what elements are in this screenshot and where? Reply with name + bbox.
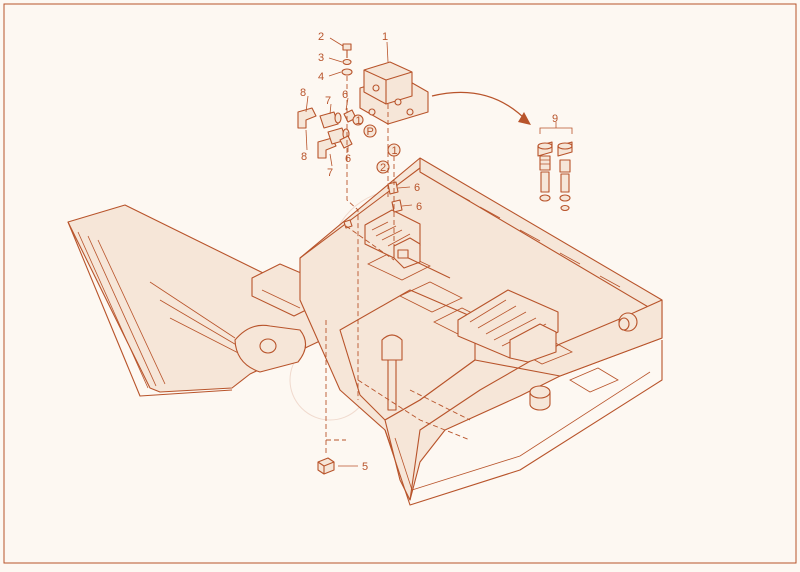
clip-part <box>317 457 335 475</box>
washer-part <box>342 58 352 66</box>
assembly-centerlines <box>325 76 471 456</box>
rod-clamp <box>397 249 409 259</box>
bolt-part <box>342 43 352 58</box>
kit-bracket <box>539 127 573 134</box>
callout-2: 2 <box>318 31 324 43</box>
vertical-tube <box>387 351 397 411</box>
callout-7-upper: 7 <box>325 95 331 107</box>
lock-washer-part <box>341 68 353 76</box>
port-mark-2-label: 2 <box>380 162 386 174</box>
elbow-fitting-upper <box>297 107 317 129</box>
small-fitting-a <box>387 181 399 195</box>
port-mark-1b: 1 <box>387 143 401 157</box>
callout-9: 9 <box>552 113 558 125</box>
page-frame <box>3 3 797 564</box>
callout-6-upper: 6 <box>342 89 348 101</box>
callout-6-right-b: 6 <box>416 201 422 213</box>
callout-8-lower: 8 <box>301 151 307 163</box>
port-mark-2: 2 <box>376 160 390 174</box>
callout-7-lower: 7 <box>327 167 333 179</box>
callout-labels: 1 2 3 4 5 6 6 6 6 7 7 8 8 9 <box>300 31 558 473</box>
assembly-arrow <box>431 91 531 125</box>
callout-leaders <box>305 37 413 467</box>
checker-plate-lower <box>457 289 559 363</box>
repair-kit-left <box>537 141 553 202</box>
callout-4: 4 <box>318 71 324 83</box>
callout-1: 1 <box>382 31 388 43</box>
port-mark-P-label: P <box>367 126 374 138</box>
port-mark-1b-label: 1 <box>392 145 398 157</box>
repair-kit-right <box>557 141 573 212</box>
chassis-frame <box>67 157 663 506</box>
port-mark-1a: 1 <box>352 114 364 127</box>
callout-6-right-a: 6 <box>414 182 420 194</box>
small-screw <box>343 219 353 229</box>
straight-fitting-upper <box>319 111 342 129</box>
callout-8-upper: 8 <box>300 87 306 99</box>
callout-3: 3 <box>318 52 324 64</box>
port-mark-1a-label: 1 <box>356 115 362 127</box>
port-mark-P: P <box>363 124 377 138</box>
small-fitting-b <box>391 199 403 213</box>
arm-pivot-hole <box>259 338 277 354</box>
callout-5: 5 <box>362 461 368 473</box>
callout-6-lower: 6 <box>345 153 351 165</box>
valve-block <box>359 61 429 125</box>
